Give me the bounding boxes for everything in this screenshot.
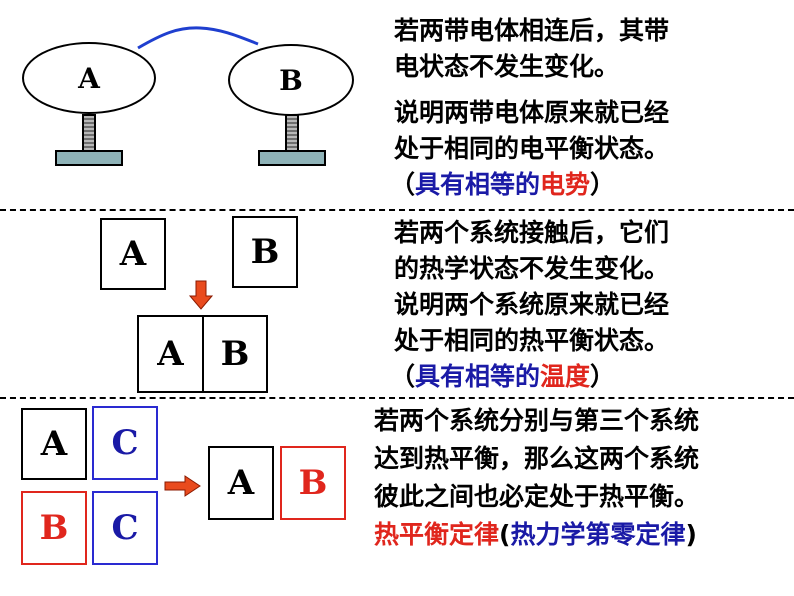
combined-box-b: B [202,315,268,393]
law-box-a: A [21,408,87,480]
section2-line1: 若两个系统接触后，它们 [394,218,670,247]
zeroth-law-paren-close: ) [685,520,697,549]
section2-line5: （具有相等的温度） [390,360,615,394]
section1-line3: 说明两带电体原来就已经 [394,98,670,127]
section1-potential-term: 电势 [540,170,591,199]
law-box-c-top-label: C [111,423,139,463]
section-divider-bottom [0,397,794,399]
section2-temperature-term: 温度 [540,362,591,391]
section1-equal-text: 具有相等的 [415,170,541,199]
combined-box-b-label: B [220,334,250,374]
law-box-c-bottom: C [92,491,158,565]
stand-base-a [55,150,123,166]
section2-line2: 的热学状态不发生变化。 [394,254,670,283]
section2-equal-text: 具有相等的 [415,362,541,391]
zeroth-law-title: 热平衡定律 [374,520,500,549]
result-box-b: B [280,446,346,520]
section1-line4: 处于相同的电平衡状态。 [394,134,670,163]
charged-body-b-label: B [279,63,303,97]
section2-line4: 处于相同的热平衡状态。 [394,326,670,355]
system-box-b: B [232,216,298,288]
stand-base-b [258,150,326,166]
charged-body-a-label: A [78,61,100,95]
charged-body-a: A [22,42,156,114]
law-box-c-top: C [92,406,158,480]
section3-line1: 若两个系统分别与第三个系统 [374,406,700,435]
section1-line5: （具有相等的电势） [390,168,615,202]
section3-line3: 彼此之间也必定处于热平衡。 [374,482,700,511]
result-box-a-label: A [227,463,255,503]
zeroth-law-paren-open: ( [499,520,511,549]
combined-box-a-label: A [157,334,184,374]
section1-paren-open: （ [390,170,416,199]
result-box-b-label: B [298,463,328,503]
section2-line3: 说明两个系统原来就已经 [394,290,670,319]
connecting-wire [137,26,259,50]
law-box-b-label: B [39,508,69,548]
zeroth-law-alias: 热力学第零定律 [510,520,686,549]
law-box-a-label: A [40,424,68,464]
section3-line4: 热平衡定律(热力学第零定律) [374,518,697,552]
section1-line2: 电状态不发生变化。 [394,52,620,81]
down-arrow-icon [188,280,214,310]
section-divider-top [0,209,794,211]
law-box-c-bottom-label: C [111,508,139,548]
section3-line2: 达到热平衡，那么这两个系统 [374,444,700,473]
section1-paren-close: ） [590,170,616,199]
law-box-b: B [21,491,87,565]
system-box-b-label: B [250,232,280,272]
combined-box-a: A [137,315,204,393]
section1-line1: 若两带电体相连后，其带 [394,16,670,45]
section2-paren-close: ） [590,362,616,391]
system-box-a: A [100,218,166,290]
result-box-a: A [208,446,274,520]
system-box-a-label: A [119,234,147,274]
section2-paren-open: （ [390,362,416,391]
